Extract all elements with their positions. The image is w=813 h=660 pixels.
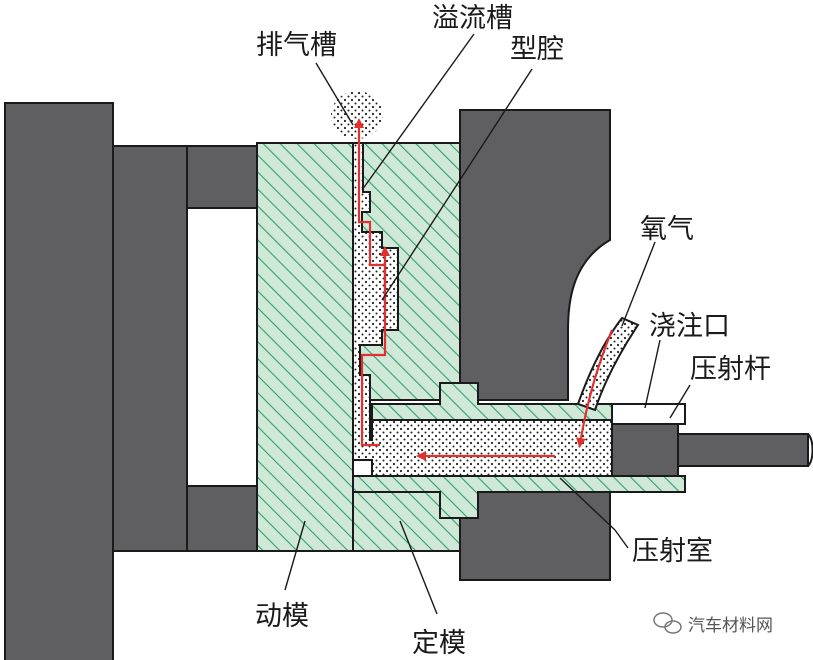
- leader-lines: [284, 33, 691, 615]
- moving-die-body: [256, 142, 354, 552]
- watermark: 汽车材料网: [653, 612, 773, 636]
- label-cavity: 型腔: [510, 34, 564, 65]
- flow-oxygen-in: [576, 329, 614, 448]
- moving-platen-plate: [4, 102, 114, 660]
- plunger: [611, 423, 813, 477]
- moving-platen: [4, 102, 258, 660]
- fixed-platen: [459, 109, 611, 581]
- sprue-opening: [611, 403, 686, 425]
- label-fixed-die: 定模: [412, 628, 466, 659]
- label-shot-sleeve: 压射室: [632, 536, 713, 567]
- plunger-tip: [611, 423, 679, 477]
- flow-path: [354, 118, 614, 461]
- shot-sleeve-bottom-wall: [352, 475, 686, 519]
- label-plunger: 压射杆: [690, 354, 771, 385]
- watermark-text: 汽车材料网: [688, 616, 773, 636]
- wechat-icon: [653, 612, 682, 634]
- ejector-block-top: [186, 145, 258, 209]
- moving-support-block: [112, 145, 188, 552]
- label-overflow-slot: 溢流槽: [432, 3, 513, 34]
- exhaust-dots: [331, 91, 383, 139]
- label-sprue: 浇注口: [649, 311, 730, 342]
- oxygen-tube: [576, 316, 640, 412]
- label-oxygen: 氧气: [640, 214, 694, 245]
- label-exhaust-slot: 排气槽: [256, 30, 337, 61]
- ejector-block-bottom: [186, 485, 258, 552]
- label-moving-die: 动模: [255, 601, 309, 632]
- plunger-rod: [677, 433, 809, 467]
- ejector-space: [186, 207, 258, 487]
